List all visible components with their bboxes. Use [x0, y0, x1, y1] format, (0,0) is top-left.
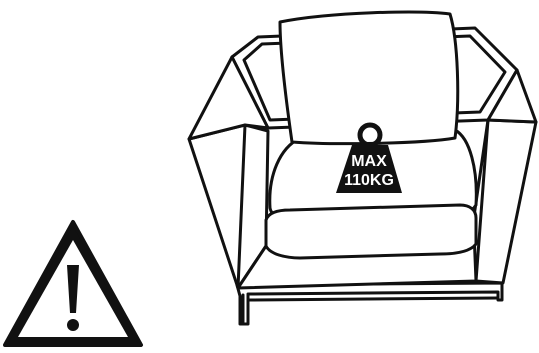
warning-triangle-icon — [5, 222, 141, 345]
seat-cushion-front — [266, 205, 476, 258]
chair-base — [237, 283, 502, 324]
weight-label-value: 110KG — [344, 172, 394, 189]
weight-label-max: MAX — [351, 153, 387, 170]
